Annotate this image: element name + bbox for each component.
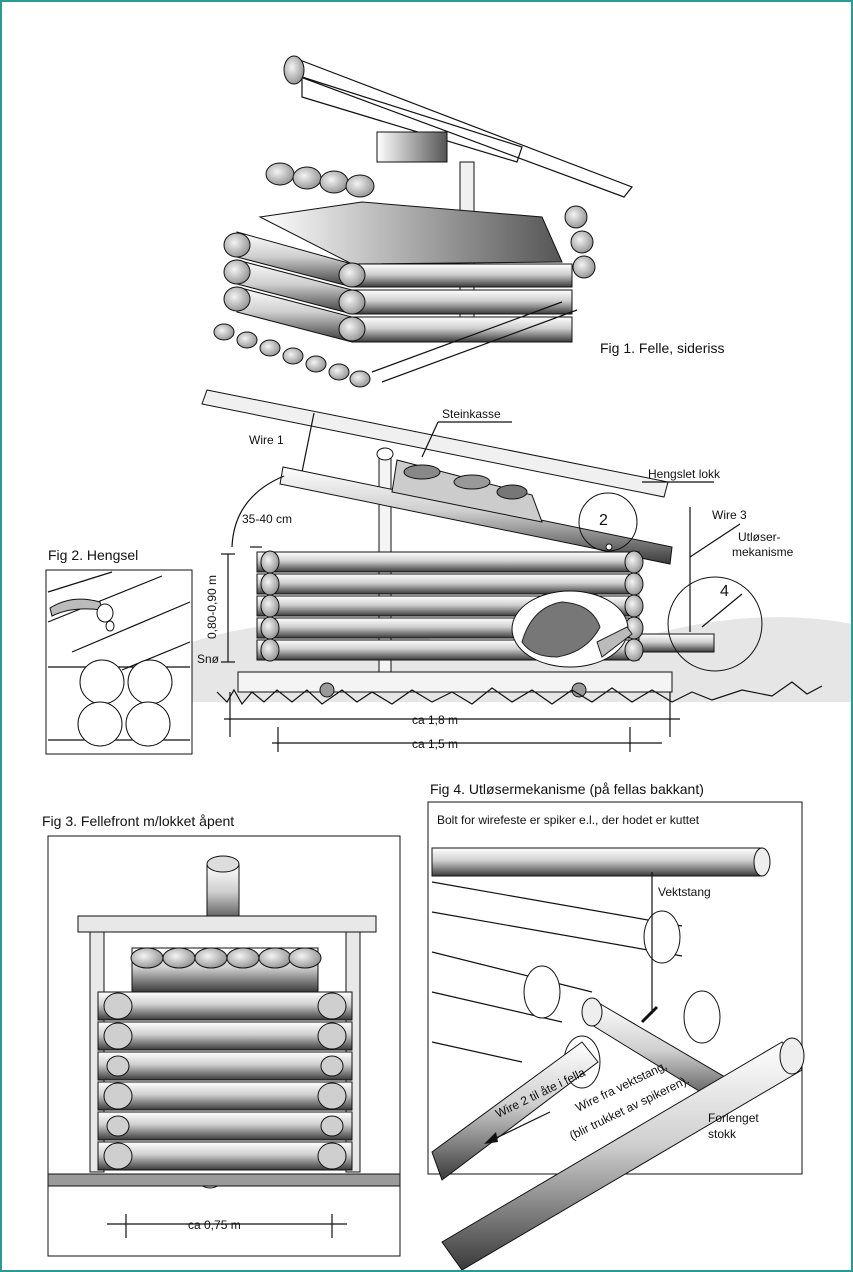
fig3-dimension: ca 0,75 m	[188, 1218, 241, 1232]
label-hengslet-lokk: Hengslet lokk	[648, 467, 721, 481]
fig2-hinge	[45, 569, 193, 755]
label-utloser-2: mekanisme	[732, 545, 794, 559]
fig3-front	[47, 835, 401, 1257]
label-ca-18m: ca 1,8 m	[412, 713, 458, 727]
fig4-trigger	[427, 801, 805, 1270]
fig2-caption: Fig 2. Hengsel	[48, 547, 138, 563]
label-forlenget: Forlenget	[708, 1111, 759, 1125]
fig1-caption: Fig 1. Felle, sideriss	[600, 340, 724, 356]
label-vektstang: Vektstang	[658, 885, 711, 899]
fig1-sketch	[213, 55, 633, 388]
fig4-caption: Fig 4. Utløsermekanisme (på fellas bakka…	[430, 781, 704, 797]
marker-4: 4	[720, 583, 729, 600]
fig4-note: Bolt for wirefeste er spiker e.l., der h…	[437, 813, 700, 827]
main-side-view	[192, 389, 851, 752]
label-ca-15m: ca 1,5 m	[412, 737, 458, 751]
label-utloser-1: Utløser-	[738, 530, 781, 544]
label-wire3: Wire 3	[712, 508, 747, 522]
label-steinkasse: Steinkasse	[442, 407, 501, 421]
label-35-40cm: 35-40 cm	[242, 512, 292, 526]
label-080-090m: 0,80-0,90 m	[205, 575, 219, 639]
fig3-caption: Fig 3. Fellefront m/lokket åpent	[42, 813, 234, 829]
label-sno: Snø	[197, 652, 220, 666]
marker-2: 2	[599, 512, 608, 529]
label-wire1: Wire 1	[249, 433, 284, 447]
label-stokk: stokk	[708, 1127, 737, 1141]
